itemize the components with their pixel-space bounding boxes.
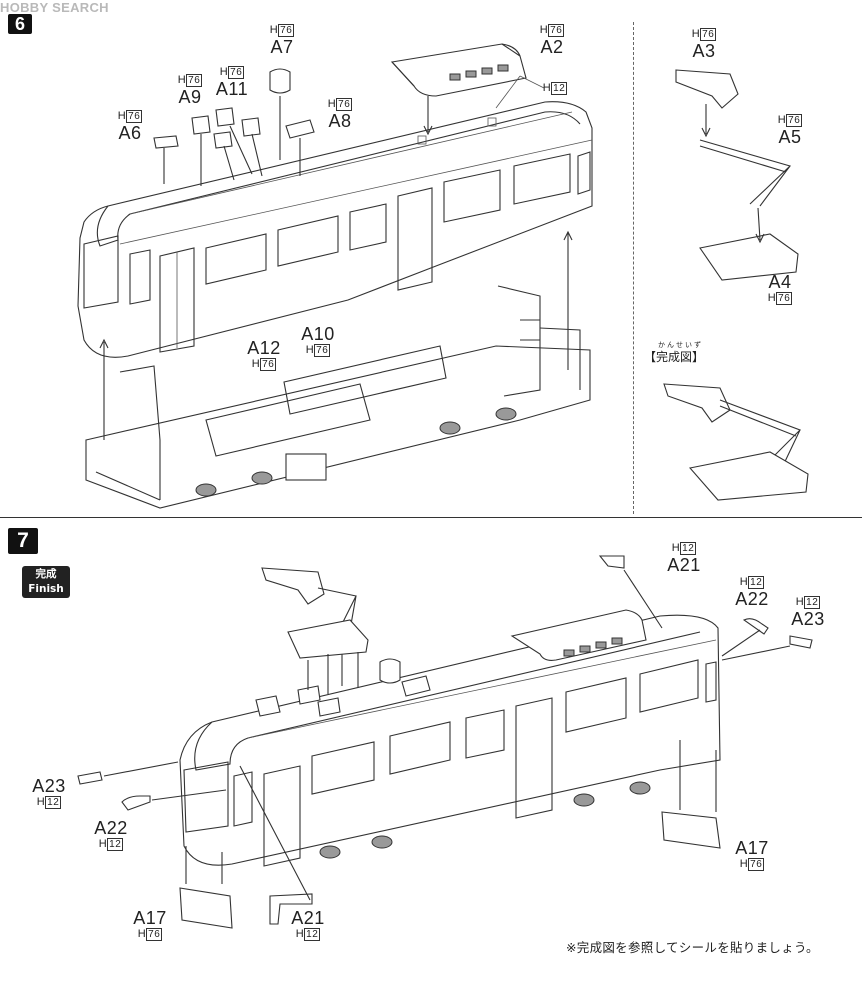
watermark: HOBBY SEARCH — [0, 0, 109, 15]
finish-jp: 完成 — [35, 568, 57, 580]
finish-badge: 完成 Finish — [22, 566, 70, 598]
pantograph-parts — [675, 69, 799, 281]
chassis-step6 — [85, 230, 591, 509]
sticker-note: ※完成図を参照してシールを貼りましょう。 — [566, 940, 819, 955]
step-6-badge: 6 — [8, 14, 32, 34]
step-7-badge: 7 — [8, 528, 38, 554]
section-divider-vertical — [633, 22, 634, 514]
tram-body-step6 — [77, 101, 593, 358]
tram-body-step7 — [179, 609, 721, 867]
completed-diagram-ruby: かんせいず — [658, 341, 703, 349]
roof-parts-step6 — [153, 68, 315, 186]
roof-cover-a2 — [390, 43, 545, 136]
step7-small-parts — [77, 555, 813, 929]
pantograph-completed — [663, 383, 809, 501]
completed-diagram-label: 【完成図】 — [644, 350, 705, 364]
pantograph-step7 — [261, 567, 369, 694]
finish-en: Finish — [28, 583, 64, 595]
section-divider-horizontal — [0, 517, 862, 518]
